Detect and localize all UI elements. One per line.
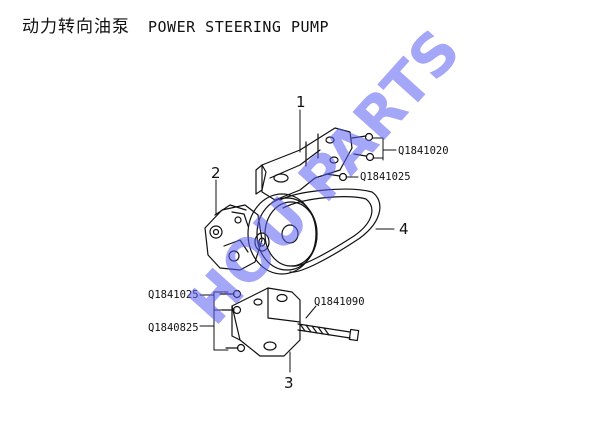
long-bolt: [297, 323, 360, 342]
title-english: POWER STEERING PUMP: [148, 18, 330, 36]
pulley: [247, 193, 318, 275]
leader-lines: [199, 109, 397, 373]
part-number-lower-top: Q1841025: [148, 289, 199, 301]
lower-bracket: [231, 287, 301, 357]
title-chinese: 动力转向油泵: [22, 17, 130, 37]
part-number-upper-single: Q1841025: [360, 171, 411, 183]
pump-body: [204, 164, 267, 271]
upper-bracket: [261, 127, 353, 201]
callout-1: 1: [296, 93, 306, 111]
page-title: 动力转向油泵 POWER STEERING PUMP: [22, 12, 329, 37]
callout-2: 2: [211, 164, 221, 182]
callout-3: 3: [284, 374, 294, 392]
part-number-long-bolt: Q1841090: [314, 296, 365, 308]
part-number-upper-pair: Q1841020: [398, 145, 449, 157]
drive-belt: [279, 188, 381, 273]
callout-4: 4: [399, 220, 409, 238]
part-number-lower-group: Q1840825: [148, 322, 199, 334]
